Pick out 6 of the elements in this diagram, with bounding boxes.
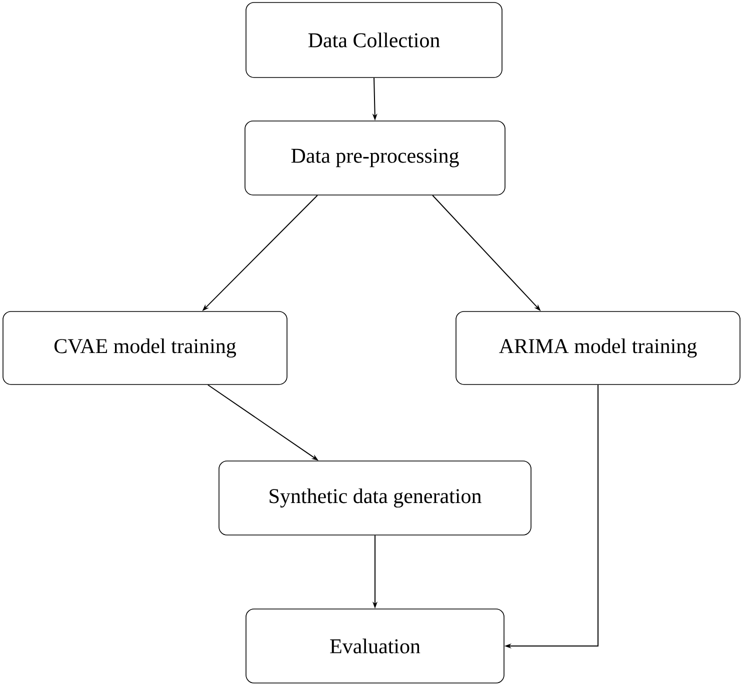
process-box: Data pre-processing <box>244 120 506 196</box>
process-box: Synthetic data generation <box>218 460 532 536</box>
process-box: Data Collection <box>246 2 502 78</box>
process-box: ARIMA model training <box>456 311 740 385</box>
process-box: CVAE model training <box>2 311 288 385</box>
process-box: Evaluation <box>246 608 504 684</box>
